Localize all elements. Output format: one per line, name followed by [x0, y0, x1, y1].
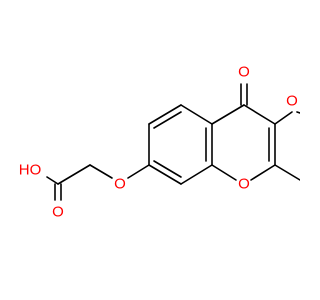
bond: [211, 164, 237, 181]
phenoxy-oxygen-label: O: [286, 93, 298, 110]
carbonyl-oxygen-label: O: [52, 204, 64, 221]
bond: [243, 104, 276, 125]
bond: [89, 164, 113, 179]
bond: [127, 164, 150, 179]
ring-oxygen-label: O: [238, 176, 250, 193]
phenoxy-group: [274, 111, 300, 125]
bond: [250, 164, 276, 181]
molecule-structure: O O O O O HO: [19, 64, 300, 221]
pyranone-ring: [211, 104, 276, 181]
bond: [148, 164, 182, 185]
bond: [153, 160, 182, 178]
ketone-oxygen-label: O: [238, 64, 250, 81]
methyl-bond: [274, 164, 300, 181]
bond: [57, 164, 91, 185]
bond: [46, 176, 59, 185]
bond: [180, 164, 213, 185]
molecule-canvas: O O O O O HO: [19, 64, 300, 221]
ether-oxygen-label: O: [114, 176, 126, 193]
benzo-ring: [148, 104, 213, 185]
bond: [274, 111, 293, 125]
bond: [153, 111, 182, 129]
bond: [211, 104, 245, 125]
hydroxyl-label: HO: [19, 162, 42, 179]
bond: [296, 111, 300, 114]
bond: [148, 104, 182, 125]
bond: [180, 104, 213, 125]
oxyacetic-acid-chain: [46, 164, 150, 201]
ketone-group: [240, 83, 248, 106]
